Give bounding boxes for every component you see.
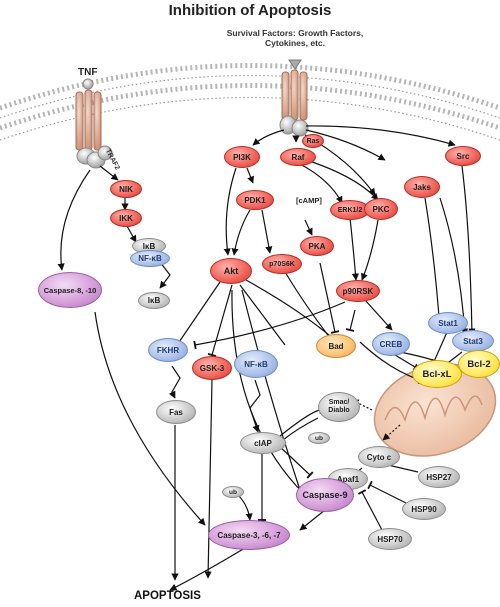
- node-pi3k: PI3K: [224, 146, 260, 168]
- diagram-title: Inhibition of Apoptosis: [168, 2, 332, 19]
- node-p90rsk: p90RSK: [336, 280, 380, 302]
- survival-factors-label: Survival Factors: Growth Factors, Cytoki…: [226, 28, 364, 48]
- node-stat1: Stat1: [428, 312, 468, 334]
- node-ub-2: ub: [222, 486, 244, 498]
- node-smac-diablo: Smac/ Diablo: [318, 392, 360, 422]
- node-p70s6k: p70S6K: [262, 254, 302, 274]
- tnf-label: TNF: [78, 67, 98, 78]
- node-fkhr: FKHR: [148, 338, 188, 362]
- camp-label: [cAMP]: [296, 196, 322, 205]
- node-caspase-8-10: Caspase-8, -10: [38, 272, 102, 308]
- node-akt: Akt: [210, 258, 252, 284]
- node-pka: PKA: [300, 236, 334, 256]
- node-pkc: PKC: [364, 198, 398, 220]
- node-raf: Raf: [280, 148, 316, 166]
- node-ciap: cIAP: [240, 432, 286, 454]
- apoptosis-label: APOPTOSIS: [134, 590, 201, 602]
- tnf-receptor: [75, 78, 113, 169]
- node-ras: Ras: [302, 134, 324, 148]
- node-nfkb-1: NF-κB: [130, 250, 170, 267]
- node-caspase-9: Caspase-9: [296, 478, 354, 512]
- node-hsp90: HSP90: [402, 498, 446, 520]
- node-stat3: Stat3: [452, 330, 494, 352]
- node-bad: Bad: [316, 334, 356, 358]
- node-ikk: IKK: [110, 209, 142, 227]
- node-jaks: Jaks: [404, 176, 440, 198]
- node-gsk3: GSK-3: [192, 356, 232, 380]
- node-bcl-xl: Bcl-xL: [412, 360, 462, 388]
- node-pdk1: PDK1: [236, 190, 274, 210]
- node-caspase-3-6-7: Caspase-3, -6, -7: [208, 520, 290, 550]
- node-creb: CREB: [372, 332, 410, 356]
- node-hsp70: HSP70: [368, 528, 412, 550]
- cell-membrane: [0, 63, 500, 141]
- node-nik: NIK: [110, 180, 142, 198]
- node-bcl-2: Bcl-2: [458, 350, 500, 378]
- node-nfkb-2: NF-κB: [234, 350, 278, 378]
- node-ub-1: ub: [308, 432, 330, 444]
- node-src: Src: [445, 146, 481, 166]
- survival-receptor: [279, 59, 309, 137]
- node-hsp27: HSP27: [418, 466, 460, 488]
- node-ikb-2: IκB: [138, 292, 170, 309]
- node-cyto-c: Cyto c: [358, 446, 400, 468]
- pathway-edges: [57, 125, 476, 591]
- node-fas: Fas: [156, 400, 196, 424]
